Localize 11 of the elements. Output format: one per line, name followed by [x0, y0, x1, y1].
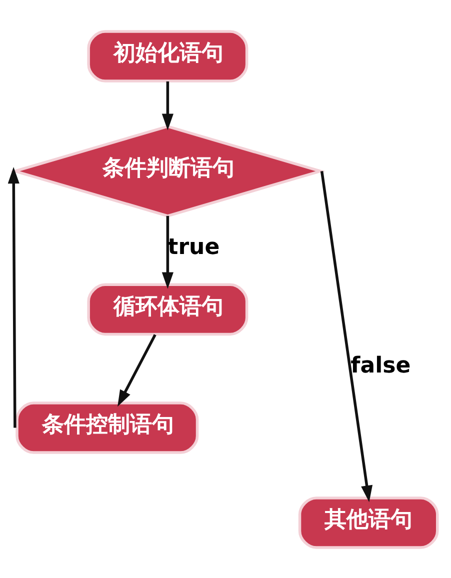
node-box: 循环体语句	[87, 282, 248, 336]
arrow	[320, 170, 373, 502]
arrow	[118, 334, 156, 406]
arrow	[162, 215, 174, 288]
arrow	[8, 166, 20, 428]
node-box: 其他语句	[298, 496, 439, 548]
node-box: 初始化语句	[87, 30, 248, 82]
node-box: 条件控制语句	[16, 401, 199, 454]
arrow	[162, 80, 174, 130]
edge-label: false	[350, 352, 411, 378]
node-diamond: 条件判断语句	[10, 124, 326, 217]
